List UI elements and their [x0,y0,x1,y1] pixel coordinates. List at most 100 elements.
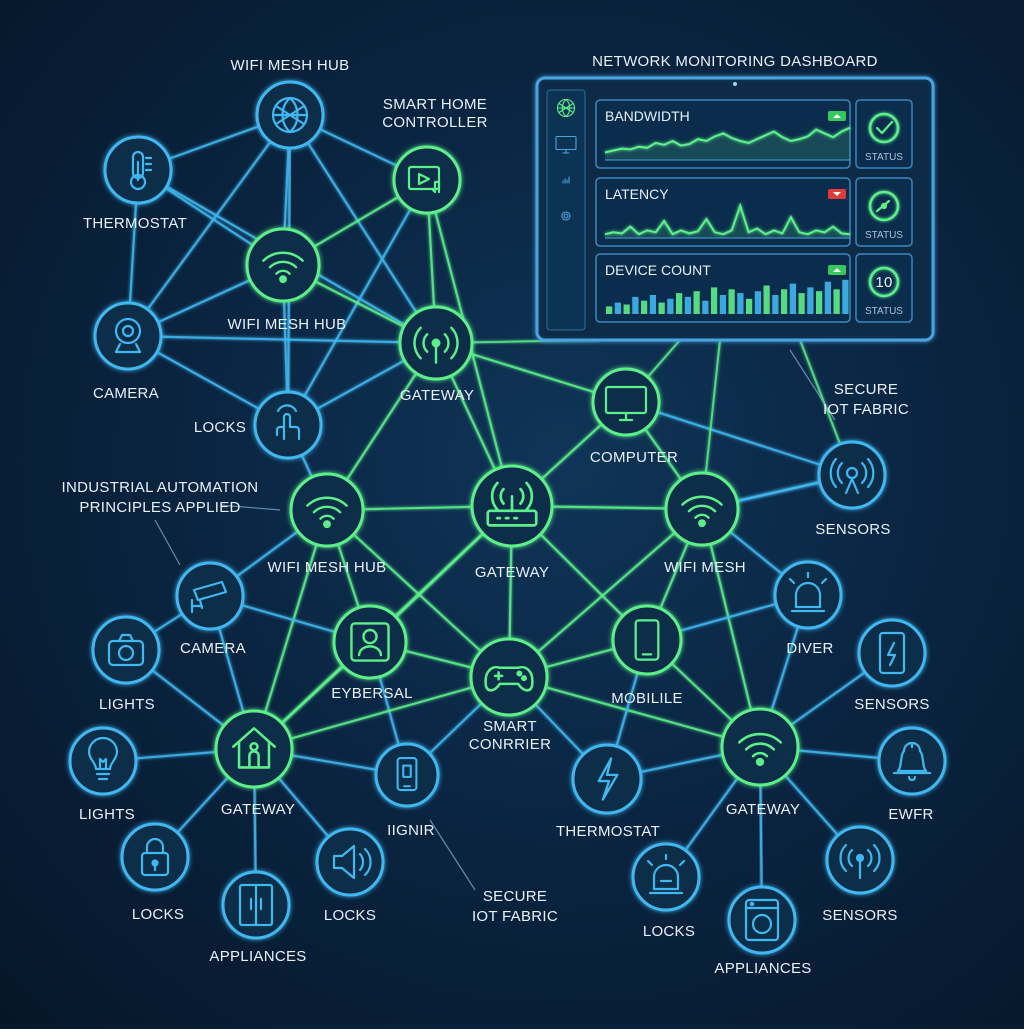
node-gateway[interactable]: GATEWAY [470,464,554,581]
node-label: THERMOSTAT [556,823,660,840]
monitor-icon [604,385,648,422]
node-ring [374,742,440,808]
status-value: 10 [875,274,892,291]
status-widget[interactable]: STATUS [855,99,913,169]
chart-bar [833,289,840,314]
node-camera[interactable]: CAMERA [175,561,246,657]
touchscreen-icon [407,165,441,194]
chart-bar [606,306,613,314]
chart-line [604,126,851,154]
node-gateway[interactable]: GATEWAY [720,707,800,818]
chart-bar [816,291,823,314]
bars-icon[interactable] [562,176,570,184]
monitor-icon[interactable] [555,135,577,154]
chart-bar [728,289,735,314]
node-thermostat[interactable]: THERMOSTAT [556,743,660,840]
node-ring [877,726,947,796]
globe-icon[interactable] [556,98,576,118]
chart-bar [641,300,648,314]
node-label: SENSORS [815,521,890,538]
chart-bar [711,287,718,314]
node-wifi-mesh-hub[interactable]: WIFI MESH HUB [228,227,347,333]
network-monitoring-dashboard[interactable]: NETWORK MONITORING DASHBOARD BANDWIDTHSTA… [535,53,935,342]
node-locks[interactable]: LOCKS [631,842,701,940]
node-ring [571,743,643,815]
bell-icon [892,741,932,782]
node-iignir[interactable]: IIGNIR [374,742,440,839]
alarm-light-icon [646,853,686,895]
node-sensors[interactable]: SENSORS [822,825,897,924]
node-ewfr[interactable]: EWFR [877,726,947,823]
node-label: LOCKS [643,923,695,940]
node-wifi-mesh-hub[interactable]: WIFI MESH HUB [231,57,350,150]
chart-bar [737,293,744,314]
node-label: IIGNIR [387,822,435,839]
node-wifi-mesh[interactable]: WIFI MESH [664,471,746,576]
face-scan-icon [350,622,390,662]
siren-icon [788,571,828,613]
phone-icon [634,619,660,661]
node-computer[interactable]: COMPUTER [590,367,678,466]
gamepad-icon [484,665,534,692]
bulb-icon [87,736,119,781]
chart-bar [676,293,683,314]
edge-n12-n24 [700,508,762,748]
chart-bar [746,298,753,314]
node-gateway[interactable]: GATEWAY [398,305,474,404]
node-ring [245,227,321,303]
node-mobilile[interactable]: MOBILILE [611,604,683,707]
wifi-icon [306,496,348,529]
speaker-icon [332,844,372,880]
node-diver[interactable]: DIVER [773,560,843,657]
wifi-icon [262,251,304,284]
node-label: APPLIANCES [714,960,811,977]
node-gateway[interactable]: GATEWAY [214,709,295,818]
node-eybersal[interactable]: EYBERSAL [331,604,413,702]
node-lights[interactable]: LIGHTS [68,726,138,823]
node-sensors[interactable]: SENSORS [854,618,929,713]
node-thermostat[interactable]: THERMOSTAT [83,135,187,232]
edge-n5-n6 [127,334,437,345]
touch-hand-icon [275,404,301,441]
chart-bar [702,300,709,314]
chart-bar [623,304,630,314]
node-sensors[interactable]: SENSORS [815,440,890,538]
node-locks[interactable]: LOCKS [120,822,190,923]
dashboard-title: NETWORK MONITORING DASHBOARD [592,53,878,70]
chart-bar [667,298,674,314]
chart-bar [693,291,700,314]
chart-area [605,205,850,238]
webcam-icon [114,317,142,354]
node-locks[interactable]: LOCKS [194,390,323,460]
sensor-icon [829,457,875,495]
panel-latency[interactable]: LATENCY STATUS [595,177,913,247]
node-label: GATEWAY [221,801,295,818]
cctv-icon [190,580,228,614]
node-lights[interactable]: LIGHTS [91,615,161,713]
panel-title: LATENCY [605,186,669,202]
chart-bar [719,295,726,314]
node-locks[interactable]: LOCKS [315,827,385,924]
node-label: COMPUTER [590,449,678,466]
status-widget[interactable]: STATUS [855,177,913,247]
globe-icon [271,96,309,134]
node-wifi-mesh-hub[interactable]: WIFI MESH HUB [268,472,387,576]
status-label: STATUS [865,306,903,317]
status-label: STATUS [865,230,903,241]
gear-icon[interactable] [561,211,571,221]
node-appliances[interactable]: APPLIANCES [209,870,306,965]
node-appliances[interactable]: APPLIANCES [714,885,811,977]
node-camera[interactable]: CAMERA [93,301,163,402]
node-label: LOCKS [324,907,376,924]
